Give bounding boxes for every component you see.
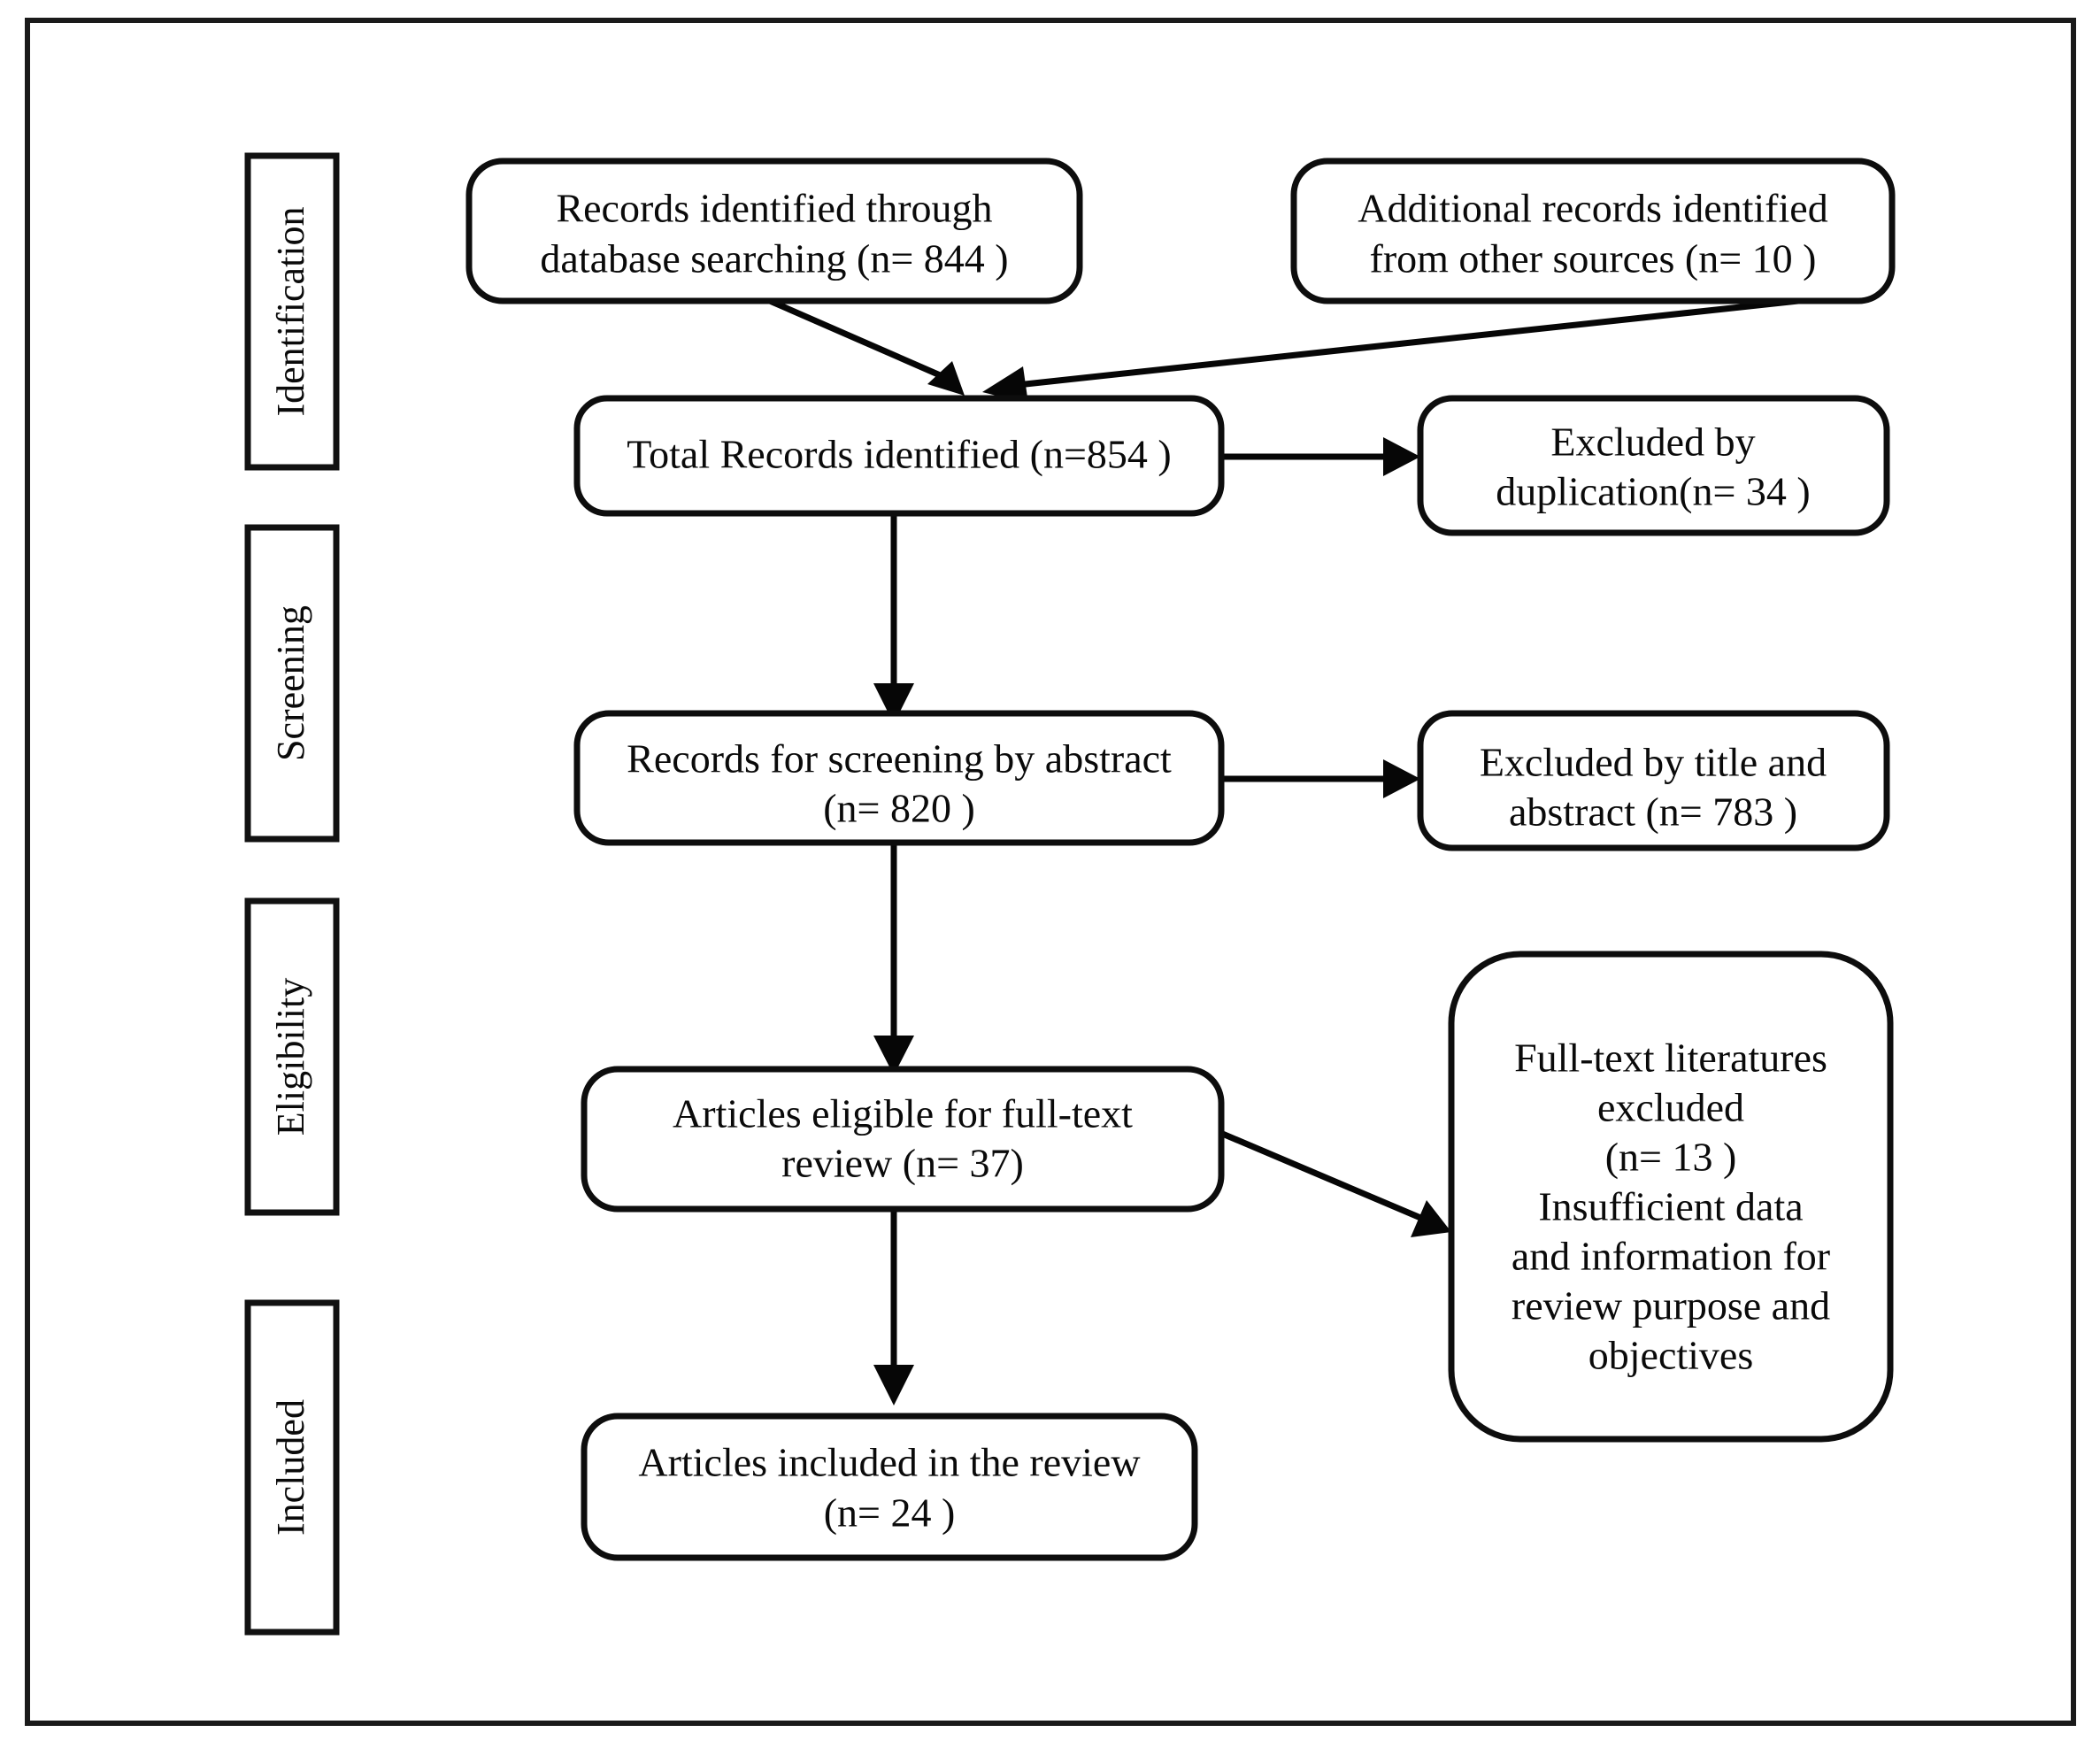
node-fulltext-excluded-line5: and information for — [1512, 1234, 1830, 1279]
connector-eligible-to-fulltext-excluded — [1212, 1127, 1451, 1237]
node-articles-eligible-line2: review (n= 37) — [781, 1141, 1024, 1186]
node-fulltext-excluded-line2: excluded — [1597, 1085, 1744, 1130]
connector-database-to-total — [768, 297, 965, 396]
stage-label-included: Included — [269, 1399, 312, 1536]
node-fulltext-excluded-line1: Full-text literatures — [1514, 1036, 1827, 1081]
node-articles-eligible-line1: Articles eligible for full-text — [673, 1091, 1133, 1136]
node-fulltext-excluded[interactable]: Full-text literatures excluded (n= 13 ) … — [1448, 951, 1894, 1443]
connector-screening-to-eligible — [873, 841, 914, 1075]
connector-total-to-duplication — [1221, 437, 1420, 476]
connector-screening-to-excluded — [1221, 759, 1420, 798]
node-records-other-sources-line1: Additional records identified — [1358, 186, 1827, 231]
node-articles-included-line2: (n= 24 ) — [824, 1490, 956, 1536]
node-fulltext-excluded-line7: objectives — [1588, 1333, 1754, 1378]
stage-label-eligibility: Eligibility — [269, 978, 312, 1136]
node-records-database-line2: database searching (n= 844 ) — [540, 236, 1008, 281]
node-records-screening[interactable]: Records for screening by abstract (n= 82… — [573, 710, 1225, 846]
stage-bar-identification: Identification — [244, 152, 340, 471]
node-excluded-duplication[interactable]: Excluded by duplication(n= 34 ) — [1417, 395, 1890, 536]
node-total-records[interactable]: Total Records identified (n=854 ) — [573, 395, 1225, 517]
connector-total-to-screening — [873, 513, 914, 724]
node-records-screening-line1: Records for screening by abstract — [627, 736, 1172, 782]
node-records-other-sources-line2: from other sources (n= 10 ) — [1370, 236, 1817, 281]
node-records-screening-line2: (n= 820 ) — [823, 786, 975, 831]
stage-bar-eligibility: Eligibility — [244, 897, 340, 1216]
node-excluded-title-abstract[interactable]: Excluded by title and abstract (n= 783 ) — [1417, 710, 1890, 851]
node-excluded-duplication-line2: duplication(n= 34 ) — [1496, 469, 1811, 514]
connector-eligible-to-included — [873, 1195, 914, 1405]
stage-label-screening: Screening — [269, 605, 312, 761]
node-records-other-sources[interactable]: Additional records identified from other… — [1290, 158, 1896, 304]
node-records-database[interactable]: Records identified through database sear… — [465, 158, 1083, 304]
node-articles-included[interactable]: Articles included in the review (n= 24 ) — [581, 1413, 1198, 1561]
node-fulltext-excluded-line6: review purpose and — [1512, 1283, 1830, 1328]
node-excluded-title-abstract-line2: abstract (n= 783 ) — [1509, 789, 1797, 835]
node-fulltext-excluded-line4: Insufficient data — [1538, 1184, 1803, 1229]
stage-bar-included: Included — [244, 1299, 340, 1636]
node-total-records-line1: Total Records identified (n=854 ) — [627, 432, 1171, 477]
node-records-database-line1: Records identified through — [556, 186, 992, 231]
node-excluded-title-abstract-line1: Excluded by title and — [1480, 740, 1827, 785]
stage-bar-screening: Screening — [244, 524, 340, 843]
stage-label-identification: Identification — [269, 206, 312, 416]
connector-other-to-total — [982, 297, 1799, 404]
node-fulltext-excluded-line3: (n= 13 ) — [1605, 1135, 1737, 1180]
node-excluded-duplication-line1: Excluded by — [1550, 420, 1755, 465]
node-articles-included-line1: Articles included in the review — [638, 1440, 1141, 1485]
node-articles-eligible[interactable]: Articles eligible for full-text review (… — [581, 1066, 1225, 1213]
